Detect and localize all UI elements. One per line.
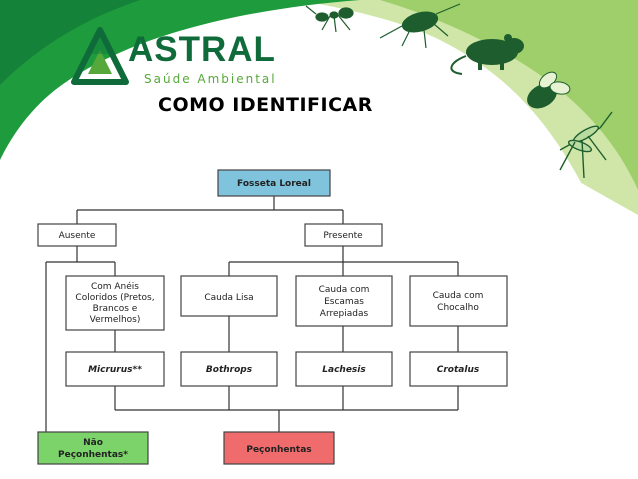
green-swoosh-mid xyxy=(380,0,638,190)
box-ausente xyxy=(37,223,117,247)
bee-icon xyxy=(527,71,571,109)
diagram-boxes xyxy=(37,169,508,465)
box-nao-peconhentas xyxy=(37,431,149,465)
brand-name: ASTRAL xyxy=(128,30,276,69)
label-micrurus: Micrurus** xyxy=(88,365,142,375)
label-nao-line-1: Não xyxy=(83,438,103,448)
box-peconhentas xyxy=(223,431,335,465)
diagram-connectors xyxy=(45,196,459,432)
box-bothrops xyxy=(180,351,278,387)
white-swoosh xyxy=(0,61,638,479)
label-chocalho-line-2: Chocalho xyxy=(437,303,479,313)
cockroach-icon xyxy=(379,3,461,49)
label-aneis-line-1: Com Anéis xyxy=(91,281,139,292)
label-aneis-line-2: Coloridos (Pretos, xyxy=(75,293,154,303)
label-fosseta-loreal: Fosseta Loreal xyxy=(237,179,311,189)
label-ausente: Ausente xyxy=(59,231,96,241)
label-aneis-line-3: Brancos e xyxy=(93,304,138,314)
box-micrurus xyxy=(65,351,165,387)
label-escamas-line-3: Arrepiadas xyxy=(320,309,369,319)
label-escamas-line-2: Escamas xyxy=(324,297,364,307)
green-swoosh-left-shade xyxy=(0,0,140,85)
ant-icon xyxy=(305,5,354,33)
slide-heading: COMO IDENTIFICAR xyxy=(158,94,373,116)
label-escamas-line-1: Cauda com xyxy=(319,285,370,295)
rat-icon xyxy=(450,34,524,75)
astral-logo-icon xyxy=(71,27,129,85)
box-lachesis xyxy=(295,351,393,387)
label-nao-line-2: Peçonhentas* xyxy=(58,450,128,460)
mosquito-icon xyxy=(559,111,613,179)
label-crotalus: Crotalus xyxy=(437,365,480,375)
box-crotalus xyxy=(409,351,508,387)
box-aneis-coloridos xyxy=(65,275,165,331)
label-presente: Presente xyxy=(323,231,363,241)
box-cauda-chocalho xyxy=(409,275,508,327)
label-bothrops: Bothrops xyxy=(206,365,253,375)
label-cauda-lisa: Cauda Lisa xyxy=(204,293,253,303)
box-presente xyxy=(304,223,383,247)
label-aneis-line-4: Vermelhos) xyxy=(90,315,141,325)
green-swoosh-left xyxy=(0,0,360,160)
brand-tagline: Saúde Ambiental xyxy=(144,72,277,86)
label-peconhentas: Peçonhentas xyxy=(246,445,311,455)
box-cauda-escamas xyxy=(295,275,393,327)
box-fosseta-loreal xyxy=(217,169,331,197)
label-lachesis: Lachesis xyxy=(322,365,366,375)
box-cauda-lisa xyxy=(180,275,278,317)
label-chocalho-line-1: Cauda com xyxy=(433,291,484,301)
